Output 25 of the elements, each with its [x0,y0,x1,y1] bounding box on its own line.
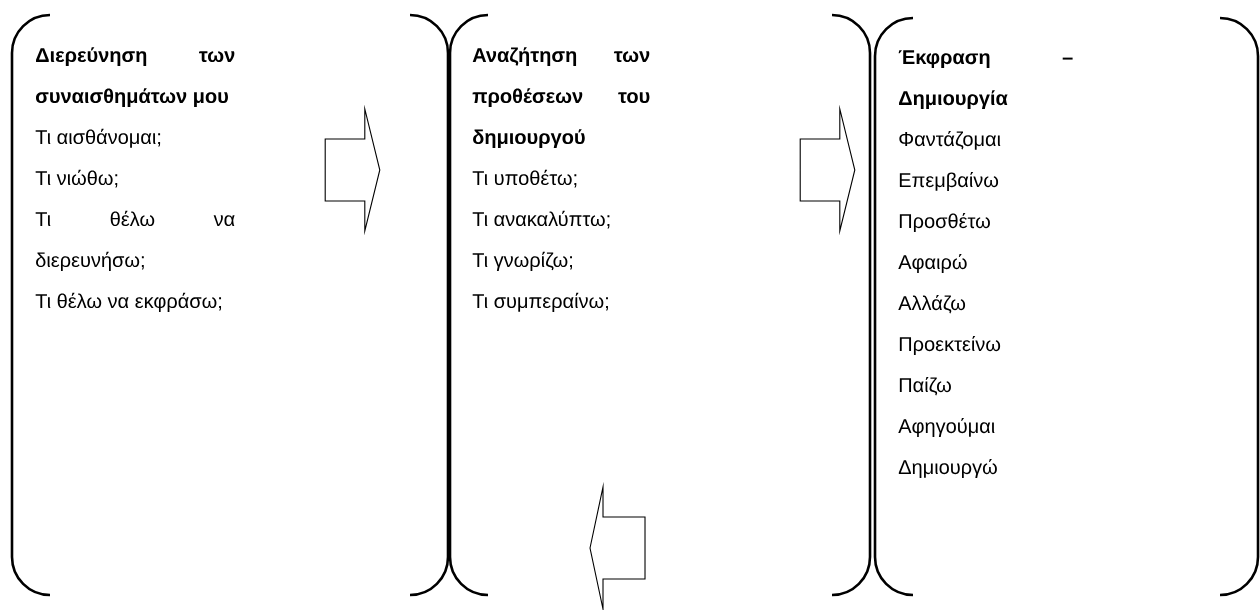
panel-heading: Διερεύνηση των συναισθημάτων μου [36,47,235,108]
panel-heading: Έκφραση – Δημιουργία [898,50,1073,110]
panel-item: Φαντάζομαι [899,130,1001,150]
panel-item: Αφαιρώ [898,253,967,274]
panel-item: Επεμβαίνω [899,171,999,192]
panel-item: Τι ανακαλύπτω; [472,210,610,229]
panel-item: Αφηγούμαι [898,417,995,438]
bracket-panel [873,16,1260,597]
panel-item: Τι συμπεραίνω; [472,292,608,313]
panel-item: Τι θέλω να εκφράσω; [35,292,222,313]
panel-item: Προεκτείνω [899,335,1001,356]
block-arrow [324,104,381,236]
panel-item: Τι νιώθω; [35,169,118,188]
panel-item: Προσθέτω [899,212,990,233]
panel-heading: Αναζήτηση των προθέσεων του δημιουργού [472,47,650,149]
panel-item: Τι υποθέτω; [472,169,577,188]
panel-item: Τι γνωρίζω; [472,251,572,272]
panel-item: Τι αισθάνομαι; [35,128,161,148]
block-arrow [799,104,856,236]
panel-item: Παίζω [899,376,951,396]
panel-item: Αλλάζω [898,294,966,314]
bracket-panel [448,13,872,597]
panel-item: Τι θέλω να διερευνήσω; [35,210,235,272]
bracket-panel [10,13,450,597]
panel-item: Δημιουργώ [898,458,997,479]
